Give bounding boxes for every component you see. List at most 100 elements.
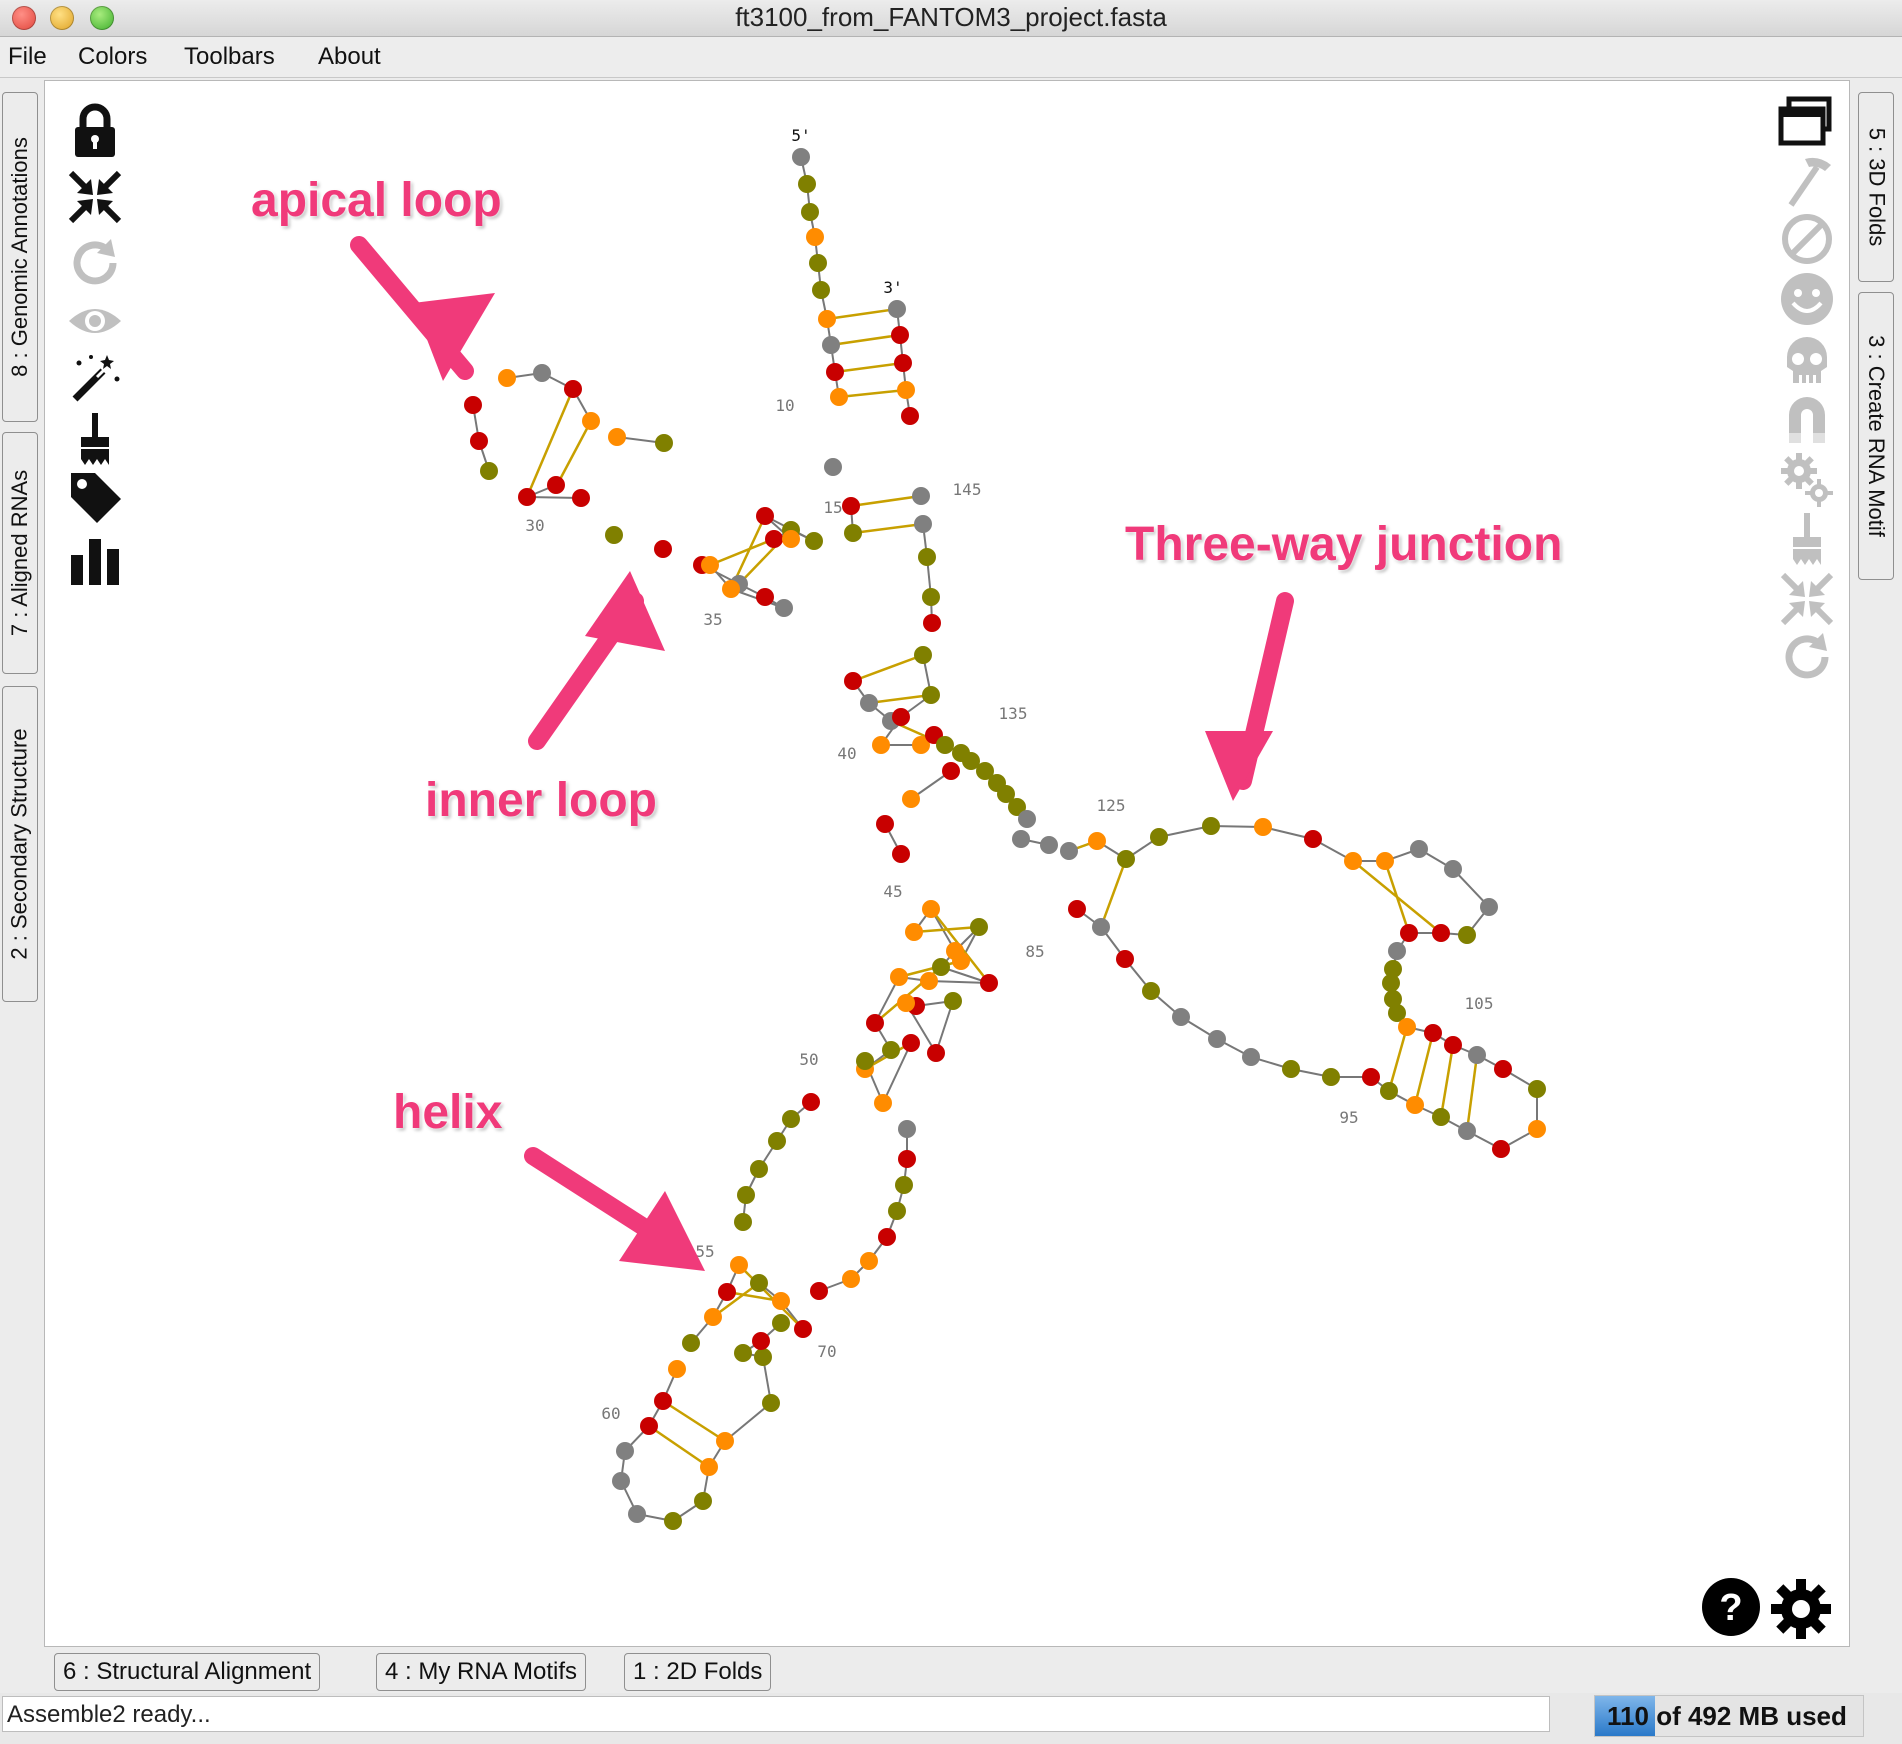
paint-brush-icon[interactable] [1779,511,1835,567]
settings-gear-icon[interactable] [1769,1577,1833,1641]
nucleotide[interactable] [894,354,912,372]
nucleotide[interactable] [1068,900,1086,918]
nucleotide[interactable] [1142,982,1160,1000]
help-icon[interactable]: ? [1701,1577,1761,1637]
bar-chart-icon[interactable] [67,531,123,587]
nucleotide[interactable] [750,1274,768,1292]
menu-file[interactable]: File [8,43,47,70]
nucleotide[interactable] [608,428,626,446]
nucleotide[interactable] [844,672,862,690]
nucleotide[interactable] [922,588,940,606]
nucleotide[interactable] [801,203,819,221]
nucleotide[interactable] [1388,942,1406,960]
nucleotide[interactable] [842,1270,860,1288]
nucleotide[interactable] [1492,1140,1510,1158]
nucleotide[interactable] [752,1332,770,1350]
nucleotide[interactable] [1444,1036,1462,1054]
nucleotide[interactable] [818,310,836,328]
nucleotide[interactable] [922,686,940,704]
skull-icon[interactable] [1779,333,1835,389]
nucleotide[interactable] [805,532,823,550]
nucleotide[interactable] [932,958,950,976]
nucleotide[interactable] [782,530,800,548]
nucleotide[interactable] [480,462,498,480]
nucleotide[interactable] [1322,1068,1340,1086]
nucleotide[interactable] [654,540,672,558]
nucleotide[interactable] [1444,860,1462,878]
nucleotide[interactable] [782,1110,800,1128]
eye-icon[interactable] [67,293,123,349]
nucleotide[interactable] [970,918,988,936]
nucleotide[interactable] [1376,852,1394,870]
nucleotide[interactable] [980,974,998,992]
nucleotide[interactable] [1384,960,1402,978]
nucleotide[interactable] [694,1492,712,1510]
nucleotide[interactable] [802,1093,820,1111]
tab-2d-folds[interactable]: 1 : 2D Folds [624,1653,772,1691]
nucleotide[interactable] [1468,1046,1486,1064]
nucleotide[interactable] [1528,1080,1546,1098]
nucleotide[interactable] [1282,1060,1300,1078]
nucleotide[interactable] [734,1344,752,1362]
close-window-button[interactable] [12,6,36,30]
nucleotide[interactable] [768,1132,786,1150]
nucleotide[interactable] [876,815,894,833]
nucleotide[interactable] [654,1392,672,1410]
nucleotide[interactable] [765,530,783,548]
nucleotide[interactable] [914,646,932,664]
tag-icon[interactable] [67,469,123,525]
magic-wand-icon[interactable] [67,349,123,405]
nucleotide[interactable] [605,526,623,544]
refresh-icon[interactable] [1779,629,1835,685]
nucleotide[interactable] [860,1252,878,1270]
nucleotide[interactable] [704,1308,722,1326]
nucleotide[interactable] [1172,1008,1190,1026]
nucleotide[interactable] [874,1094,892,1112]
nucleotide[interactable] [1008,798,1026,816]
nucleotide[interactable] [902,790,920,808]
nucleotide[interactable] [824,458,842,476]
smiley-icon[interactable] [1779,271,1835,327]
zoom-window-button[interactable] [90,6,114,30]
nucleotide[interactable] [942,762,960,780]
nucleotide[interactable] [734,1213,752,1231]
nucleotide[interactable] [756,507,774,525]
nucleotide[interactable] [1012,830,1030,848]
nucleotide[interactable] [716,1432,734,1450]
compress-icon[interactable] [67,169,123,225]
nucleotide[interactable] [1410,840,1428,858]
nucleotide[interactable] [722,580,740,598]
nucleotide[interactable] [892,845,910,863]
tab-3d-folds[interactable]: 5 : 3D Folds [1858,92,1894,282]
nucleotide[interactable] [737,1186,755,1204]
nucleotide[interactable] [901,407,919,425]
nucleotide[interactable] [1528,1120,1546,1138]
nucleotide[interactable] [860,694,878,712]
nucleotide[interactable] [1060,842,1078,860]
nucleotide[interactable] [1432,1108,1450,1126]
nucleotide[interactable] [1040,836,1058,854]
nucleotide[interactable] [936,736,954,754]
nucleotide[interactable] [897,381,915,399]
nucleotide[interactable] [809,254,827,272]
nucleotide[interactable] [616,1442,634,1460]
menu-colors[interactable]: Colors [78,43,148,70]
nucleotide[interactable] [772,1314,790,1332]
nucleotide[interactable] [830,388,848,406]
nucleotide[interactable] [895,1176,913,1194]
nucleotide[interactable] [1018,810,1036,828]
nucleotide[interactable] [612,1472,630,1490]
nucleotide[interactable] [750,1160,768,1178]
tab-secondary-structure[interactable]: 2 : Secondary Structure [2,686,38,1002]
nucleotide[interactable] [1398,1018,1416,1036]
nucleotide[interactable] [842,497,860,515]
nucleotide[interactable] [772,1292,790,1310]
nucleotide[interactable] [792,148,810,166]
nucleotide[interactable] [533,364,551,382]
nucleotide[interactable] [826,363,844,381]
menu-toolbars[interactable]: Toolbars [184,43,275,70]
window-icon[interactable] [1777,95,1833,151]
nucleotide[interactable] [1150,828,1168,846]
nucleotide[interactable] [844,524,862,542]
